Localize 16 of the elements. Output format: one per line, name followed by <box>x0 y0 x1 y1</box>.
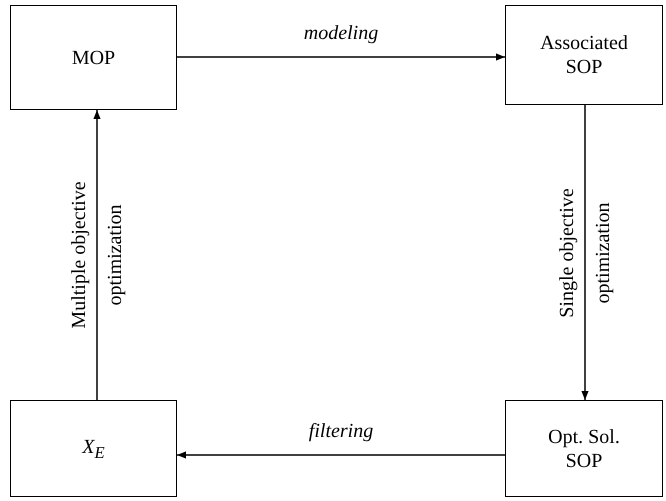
process-box <box>10 400 177 497</box>
node-label: MOP <box>72 46 116 70</box>
process-box <box>505 5 663 105</box>
edge-label: filtering <box>308 419 374 443</box>
arrow <box>93 110 101 400</box>
arrow <box>581 105 589 400</box>
edge-label: modeling <box>304 21 378 45</box>
node-label: Opt. Sol. SOP <box>547 424 621 472</box>
edge-label: Single objective optimization <box>555 186 615 320</box>
node-label: Associated SOP <box>539 31 629 79</box>
process-box <box>10 5 177 110</box>
arrow <box>177 451 505 459</box>
arrow <box>177 53 505 61</box>
node-label: X$_{E}$ <box>82 434 105 462</box>
edge-label: Multiple objective optimization <box>67 180 127 331</box>
process-box <box>505 400 663 497</box>
